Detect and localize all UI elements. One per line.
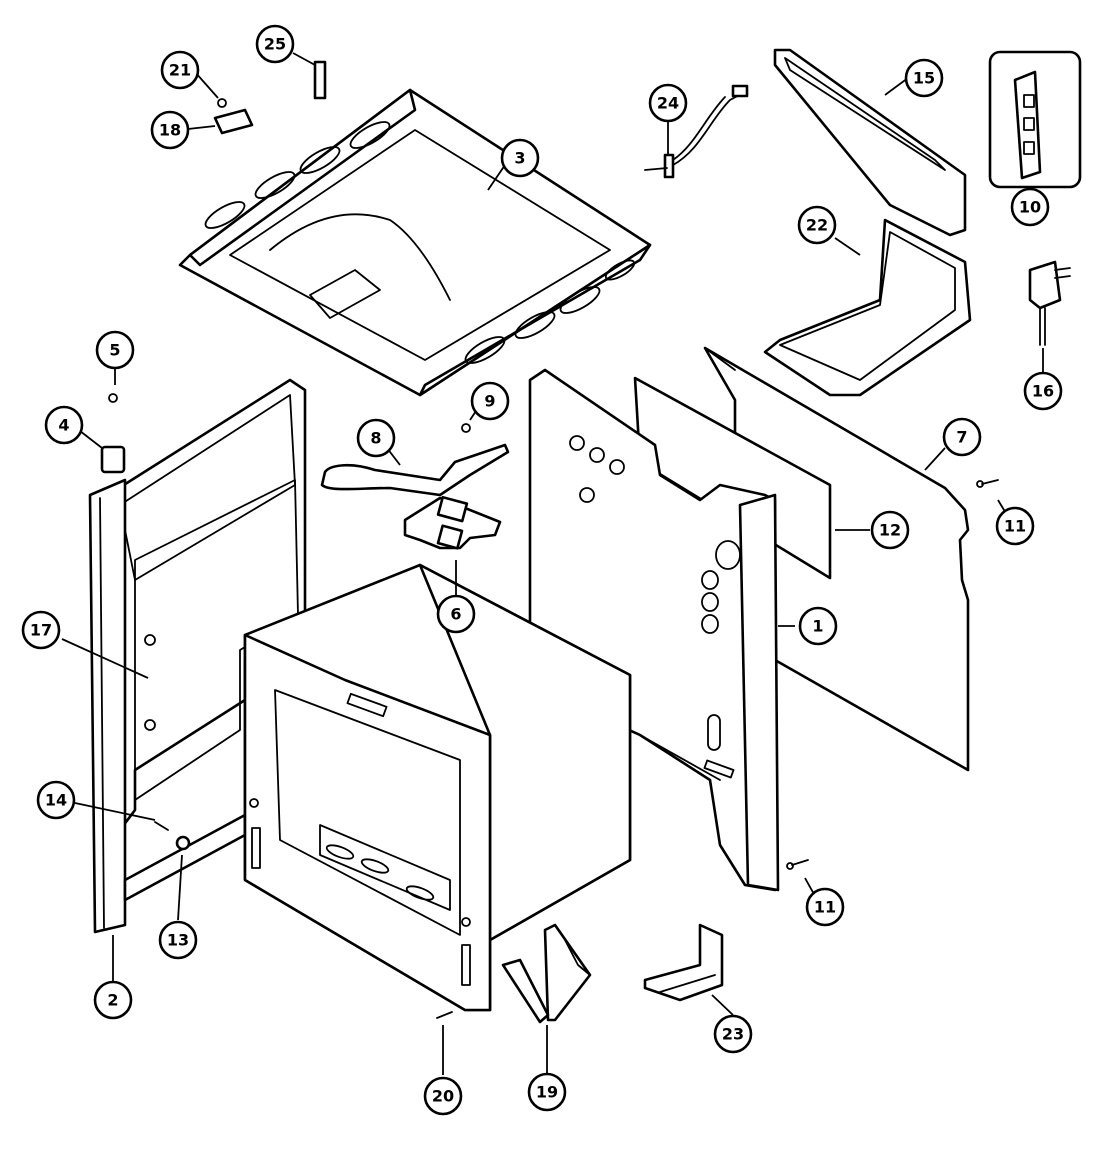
svg-text:16: 16 bbox=[1032, 382, 1054, 401]
part-16-plug bbox=[1028, 260, 1071, 346]
svg-text:9: 9 bbox=[484, 392, 495, 411]
svg-text:1: 1 bbox=[812, 617, 823, 636]
svg-text:25: 25 bbox=[264, 35, 286, 54]
part-22-vent-duct bbox=[763, 218, 972, 397]
svg-text:13: 13 bbox=[167, 931, 189, 950]
part-23-bracket bbox=[643, 923, 724, 1002]
callout-13: 13 bbox=[158, 920, 198, 960]
part-1-side-panel bbox=[528, 368, 780, 892]
callout-15: 15 bbox=[904, 58, 944, 98]
part-10-switch-box bbox=[988, 50, 1082, 189]
svg-text:23: 23 bbox=[722, 1025, 744, 1044]
callout-21: 21 bbox=[160, 50, 200, 90]
callout-14: 14 bbox=[36, 780, 76, 820]
svg-text:6: 6 bbox=[450, 605, 461, 624]
svg-text:3: 3 bbox=[514, 149, 525, 168]
callout-11-lower: 11 bbox=[805, 887, 845, 927]
svg-text:4: 4 bbox=[58, 416, 69, 435]
part-19-hinge bbox=[501, 923, 592, 1024]
callout-25: 25 bbox=[255, 24, 295, 64]
part-15-vent-bracket bbox=[773, 48, 967, 237]
callout-8: 8 bbox=[356, 418, 396, 458]
callout-24: 24 bbox=[648, 83, 688, 123]
callout-18: 18 bbox=[150, 110, 190, 150]
callout-11-right: 11 bbox=[995, 506, 1035, 546]
callout-17: 17 bbox=[21, 610, 61, 650]
svg-text:11: 11 bbox=[814, 898, 836, 917]
hardware-screws bbox=[100, 60, 999, 1019]
svg-text:19: 19 bbox=[536, 1083, 558, 1102]
callout-16: 16 bbox=[1023, 371, 1063, 411]
callout-10: 10 bbox=[1010, 187, 1050, 227]
svg-text:20: 20 bbox=[432, 1087, 454, 1106]
callout-12: 12 bbox=[870, 510, 910, 550]
callout-4: 4 bbox=[44, 405, 84, 445]
callout-9: 9 bbox=[470, 381, 510, 421]
svg-text:18: 18 bbox=[159, 121, 181, 140]
svg-text:21: 21 bbox=[169, 61, 191, 80]
callout-6: 6 bbox=[436, 594, 476, 634]
svg-text:22: 22 bbox=[806, 216, 828, 235]
callout-5: 5 bbox=[95, 330, 135, 370]
callout-1: 1 bbox=[798, 606, 838, 646]
svg-text:14: 14 bbox=[45, 791, 67, 810]
svg-text:10: 10 bbox=[1019, 198, 1041, 217]
callout-22: 22 bbox=[797, 205, 837, 245]
svg-text:5: 5 bbox=[109, 341, 120, 360]
callout-3: 3 bbox=[500, 138, 540, 178]
leader-lines bbox=[61, 52, 1044, 1075]
svg-text:11: 11 bbox=[1004, 517, 1026, 536]
part-24-sensor bbox=[644, 84, 749, 179]
oven-cavity-box bbox=[243, 563, 632, 1012]
callout-19: 19 bbox=[527, 1072, 567, 1112]
svg-text:17: 17 bbox=[30, 621, 52, 640]
svg-text:2: 2 bbox=[107, 991, 118, 1010]
part-6-latch bbox=[403, 495, 502, 550]
callout-7: 7 bbox=[942, 417, 982, 457]
svg-text:8: 8 bbox=[370, 429, 381, 448]
part-8-latch-arm bbox=[320, 443, 510, 497]
svg-text:7: 7 bbox=[956, 428, 967, 447]
callout-20: 20 bbox=[423, 1076, 463, 1116]
svg-text:12: 12 bbox=[879, 521, 901, 540]
callout-2: 2 bbox=[93, 980, 133, 1020]
svg-text:24: 24 bbox=[657, 94, 679, 113]
callout-23: 23 bbox=[713, 1014, 753, 1054]
part-3-top-tray bbox=[178, 88, 652, 397]
svg-text:15: 15 bbox=[913, 69, 935, 88]
